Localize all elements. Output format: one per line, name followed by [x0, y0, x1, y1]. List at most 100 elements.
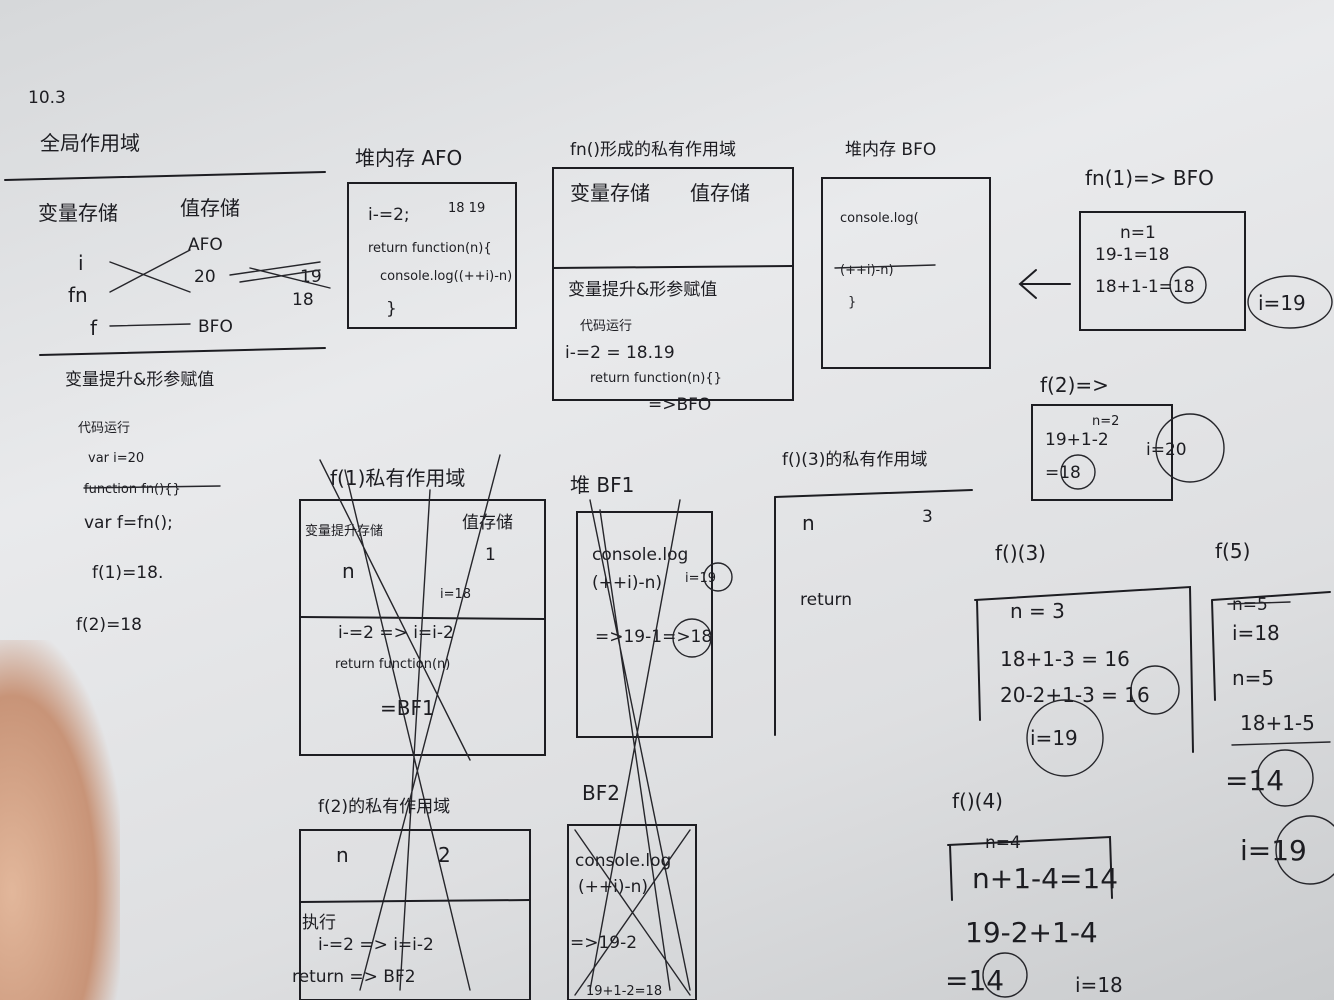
heap-bf1: 堆 BF1 console.log (++i)-n) =>19-1=>18 i=…	[570, 473, 733, 991]
fn-scope-title: fn()形成的私有作用域	[570, 140, 736, 160]
global-val-20: 20	[194, 267, 216, 287]
fn-scope-line-2: return function(n){}	[590, 371, 722, 386]
global-val-18: 18	[292, 290, 314, 310]
f13-scope-return: return	[800, 590, 852, 610]
global-var-i: i	[78, 251, 84, 275]
global-val-bfo: BFO	[198, 317, 233, 337]
f5-line-4: 18+1-5	[1240, 711, 1315, 735]
f14-title: f()(4)	[952, 789, 1003, 813]
global-line-4: f(1)=18.	[92, 563, 163, 583]
f2-scope-title: f(2)的私有作用域	[318, 797, 450, 817]
f2-scope-exec: 执行	[302, 913, 336, 933]
f13-i: i=19	[1030, 726, 1078, 750]
f1-scope-val-header: 值存储	[462, 513, 513, 533]
heap-bf1-line-2: (++i)-n)	[592, 573, 662, 593]
f14-block: f()(4) n=4 n+1-4=14 19-2+1-4 =14 i=18	[945, 789, 1123, 998]
f5-i: i=19	[1240, 834, 1307, 867]
f1-scope-var: n	[342, 559, 355, 583]
f5-block: f(5) n=5 i=18 n=5 18+1-5 =14 i=19	[1211, 539, 1334, 885]
global-var-fn: fn	[68, 283, 88, 307]
fn1-bfo: fn(1)=> BFO n=1 19-1=18 18+1-1=18 i=19	[1079, 166, 1333, 331]
f5-line-2: i=18	[1232, 621, 1280, 645]
f2-private-scope: f(2)的私有作用域 n 2 执行 i-=2 => i=i-2 return =…	[292, 797, 531, 1000]
heap-bf2-line-4: 19+1-2=18	[586, 984, 662, 999]
f1-scope-var-header: 变量提升存储	[305, 523, 383, 539]
heap-bf1-line-3: =>19-1=>18	[595, 627, 712, 647]
global-line-5: f(2)=18	[76, 615, 142, 635]
fn-private-scope: fn()形成的私有作用域 变量存储 值存储 变量提升&形参赋值 代码运行 i-=…	[552, 140, 794, 415]
heap-afo-note: 18 19	[448, 201, 485, 216]
heap-afo-line-4: }	[386, 299, 397, 319]
fn1-bfo-i: i=19	[1258, 291, 1306, 315]
f5-line-1: n=5	[1232, 595, 1268, 615]
arrow-icon	[1018, 269, 1071, 299]
f5-line-3: n=5	[1232, 666, 1274, 690]
heap-bf2-line-3: =>19-2	[570, 933, 637, 953]
f2-scope-var: n	[336, 843, 349, 867]
heap-bf2-line-1: console.log	[575, 851, 671, 871]
fn-scope-line-3: =>BFO	[648, 395, 711, 415]
f13-line-3: 20-2+1-3 = 16	[1000, 683, 1150, 707]
f13-scope-title: f()(3)的私有作用域	[782, 450, 927, 470]
f1-private-scope: f(1)私有作用域 变量提升存储 值存储 n 1 i=18 i-=2 => i=…	[299, 454, 546, 991]
heap-bfo-title: 堆内存 BFO	[845, 140, 936, 160]
f13-scope-var: n	[802, 511, 815, 535]
heap-bfo: 堆内存 BFO console.log( (++i)-n) }	[821, 140, 991, 369]
global-line-1: var i=20	[88, 451, 144, 466]
heap-bf2-line-2: (++i)-n)	[578, 877, 648, 897]
f1-scope-line-2: return function(n)	[335, 657, 450, 672]
f1-scope-val: 1	[485, 545, 496, 565]
fn1-bfo-title: fn(1)=> BFO	[1085, 166, 1214, 190]
f13-block: f()(3) n = 3 18+1-3 = 16 20-2+1-3 = 16 i…	[974, 541, 1194, 777]
f14-line-4: =14	[945, 964, 1004, 997]
heap-afo-line-3: console.log((++i)-n)	[380, 269, 512, 284]
fn1-bfo-line-1: n=1	[1120, 223, 1156, 243]
heap-bfo-line-3: }	[848, 295, 856, 310]
f2-line-1: n=2	[1092, 414, 1119, 429]
heap-bf1-title: 堆 BF1	[570, 473, 634, 497]
f13-line-2: 18+1-3 = 16	[1000, 647, 1130, 671]
f14-line-1: n=4	[985, 833, 1021, 853]
global-var-f: f	[90, 316, 98, 340]
f2-i: i=20	[1146, 440, 1187, 460]
f2-scope-val: 2	[438, 843, 451, 867]
date-label: 10.3	[28, 88, 66, 108]
f13-private-scope: f()(3)的私有作用域 n 3 return	[774, 450, 973, 736]
f2-line-2: 19+1-2	[1045, 430, 1109, 450]
f1-scope-title: f(1)私有作用域	[330, 466, 465, 490]
heap-bfo-line-2: (++i)-n)	[840, 263, 894, 278]
f2-block: f(2)=> n=2 19+1-2 =18 i=20	[1031, 373, 1225, 501]
f14-line-2: n+1-4=14	[972, 862, 1118, 895]
global-title: 全局作用域	[40, 131, 140, 155]
fn-scope-var-header: 变量存储	[570, 181, 650, 205]
heap-bf1-i: i=19	[685, 571, 716, 586]
heap-bf2: BF2 console.log (++i)-n) =>19-2 19+1-2=1…	[567, 781, 697, 1000]
f2-title: f(2)=>	[1040, 373, 1109, 397]
fn-scope-hoist: 变量提升&形参赋值	[568, 280, 717, 300]
global-line-2: function fn(){}	[84, 482, 181, 497]
heap-bfo-line-1: console.log(	[840, 211, 919, 226]
f1-scope-line-1: i-=2 => i=i-2	[338, 623, 454, 643]
global-var-header: 变量存储	[38, 201, 118, 225]
fn-scope-line-1: i-=2 = 18.19	[565, 343, 675, 363]
f14-line-3: 19-2+1-4	[965, 916, 1098, 949]
heap-bf1-line-1: console.log	[592, 545, 688, 565]
global-scope: 全局作用域 变量存储 值存储 i fn f AFO 20 19 18 BFO 变…	[4, 131, 331, 635]
global-line-3: var f=fn();	[84, 513, 173, 533]
f2-scope-line-2: return => BF2	[292, 967, 416, 987]
f1-scope-line-3: =BF1	[380, 696, 435, 720]
f13-title: f()(3)	[995, 541, 1046, 565]
holding-hand	[0, 640, 120, 1000]
heap-afo-title: 堆内存 AFO	[355, 146, 462, 170]
f14-i: i=18	[1075, 973, 1123, 997]
fn-scope-exec: 代码运行	[580, 319, 632, 334]
global-val-afo: AFO	[188, 235, 223, 255]
heap-afo-line-1: i-=2;	[368, 205, 410, 225]
heap-afo-line-2: return function(n){	[368, 241, 492, 256]
f2-line-3: =18	[1045, 463, 1081, 483]
f1-scope-i-note: i=18	[440, 587, 471, 602]
fn-scope-val-header: 值存储	[690, 181, 750, 205]
heap-bf2-title: BF2	[582, 781, 620, 805]
f5-line-5: =14	[1225, 764, 1284, 797]
